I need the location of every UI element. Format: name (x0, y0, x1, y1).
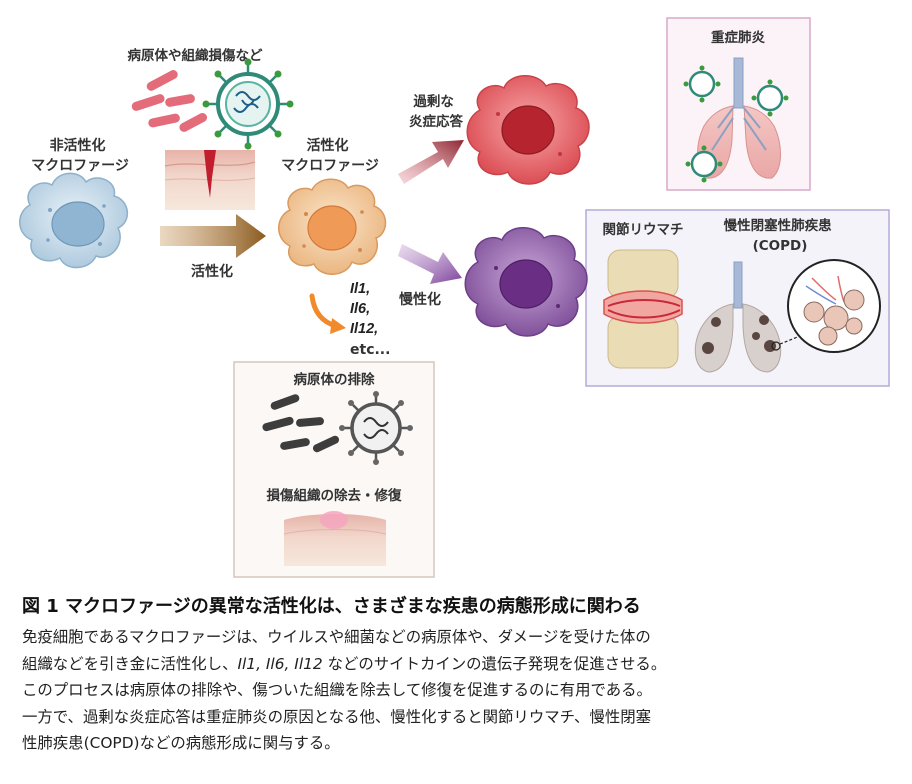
severe-pneumonia-label: 重症肺炎 (711, 29, 765, 46)
figure-caption: 図 1 マクロファージの異常な活性化は、さまざまな疾患の病態形成に関わる 免疫細… (22, 592, 902, 757)
joint-icon (603, 249, 683, 369)
svg-text:慢性閉塞性肺疾患 (COPD): 慢性閉塞性肺疾患 (COPD) (724, 217, 837, 254)
tissue-repair-label: 損傷組織の除去・修復 (267, 487, 402, 504)
inactive-macrophage (19, 172, 128, 269)
pathogen-damage-label: 病原体や組織損傷など (128, 47, 263, 64)
inactive-macrophage-label-2: マクロファージ (31, 158, 129, 174)
chronic-macrophage (464, 227, 588, 337)
gray-bacteria-icon (262, 394, 340, 453)
cytokine-etc: etc... (350, 342, 390, 358)
excess-inflammation-label-2: 炎症応答 (409, 113, 463, 130)
caption-gene-il6: Il6, (265, 654, 290, 673)
repaired-tissue-icon (283, 511, 387, 566)
bacteria-icon (131, 70, 208, 132)
chronic-label: 慢性化 (399, 291, 441, 308)
pathogen-removal-label: 病原体の排除 (294, 371, 375, 388)
caption-line-2: 組織などを引き金に活性化し、Il1, Il6, Il12 などのサイトカインの遺… (22, 651, 902, 678)
caption-line-2-a: 組織などを引き金に活性化し、 (22, 654, 238, 673)
virus-icon (202, 58, 294, 150)
excess-inflammation-arrow (398, 140, 464, 184)
alveoli-zoom-icon (771, 259, 881, 353)
beneficial-effects-panel (233, 361, 435, 578)
pneumonia-virus-icon (688, 70, 784, 178)
chronic-arrow (398, 244, 462, 284)
caption-line-5: 性肺疾患(COPD)などの病態形成に関与する。 (22, 734, 340, 752)
rheumatoid-arthritis-label: 関節リウマチ (603, 221, 684, 238)
cytokine-arrow (309, 293, 346, 334)
cytokine-il1: Il1, (350, 281, 370, 297)
svg-text:過剰な 炎症応答: 過剰な 炎症応答 (409, 93, 463, 130)
caption-gene-il1: Il1, (237, 654, 261, 673)
copd-label-1: 慢性閉塞性肺疾患 (724, 217, 832, 234)
caption-line-3: このプロセスは病原体の排除や、傷ついた組織を除去して修復を促進するのに有用である… (22, 681, 652, 699)
active-macrophage-label-2: マクロファージ (281, 158, 379, 174)
active-macrophage-label-1: 活性化 (307, 137, 349, 154)
cytokine-il6: Il6, (350, 301, 370, 317)
svg-text:Il1, Il6, Il12,: Il1, Il6, Il12, (350, 281, 378, 337)
excess-inflammation-label-1: 過剰な (412, 93, 454, 110)
copd-label-2: (COPD) (753, 238, 808, 254)
copd-lungs-icon (694, 261, 782, 373)
caption-line-1: 免疫細胞であるマクロファージは、ウイルスや細菌などの病原体や、ダメージを受けた体… (22, 628, 651, 646)
caption-line-4: 一方で、過剰な炎症応答は重症肺炎の原因となる他、慢性化すると関節リウマチ、慢性閉… (22, 707, 652, 726)
damaged-tissue-icon (164, 150, 256, 210)
svg-text:活性化 マクロファージ: 活性化 マクロファージ (281, 137, 379, 174)
caption-line-2-b: などのサイトカインの遺伝子発現を促進させる。 (327, 654, 667, 673)
gray-virus-icon (339, 391, 413, 465)
caption-gene-il12: Il12 (294, 654, 323, 673)
macrophage-activation-diagram: 非活性化 マクロファージ 病原体や組織損傷など (19, 17, 890, 578)
inactive-macrophage-label-1: 非活性化 (50, 137, 106, 154)
caption-title: 図 1 マクロファージの異常な活性化は、さまざまな疾患の病態形成に関わる (22, 596, 641, 617)
activation-label: 活性化 (191, 263, 233, 280)
svg-text:非活性化 マクロファージ: 非活性化 マクロファージ (31, 137, 129, 174)
inflamed-macrophage (466, 75, 590, 185)
active-macrophage (278, 178, 387, 275)
cytokine-il12: Il12, (350, 321, 378, 337)
activation-arrow (160, 214, 266, 258)
